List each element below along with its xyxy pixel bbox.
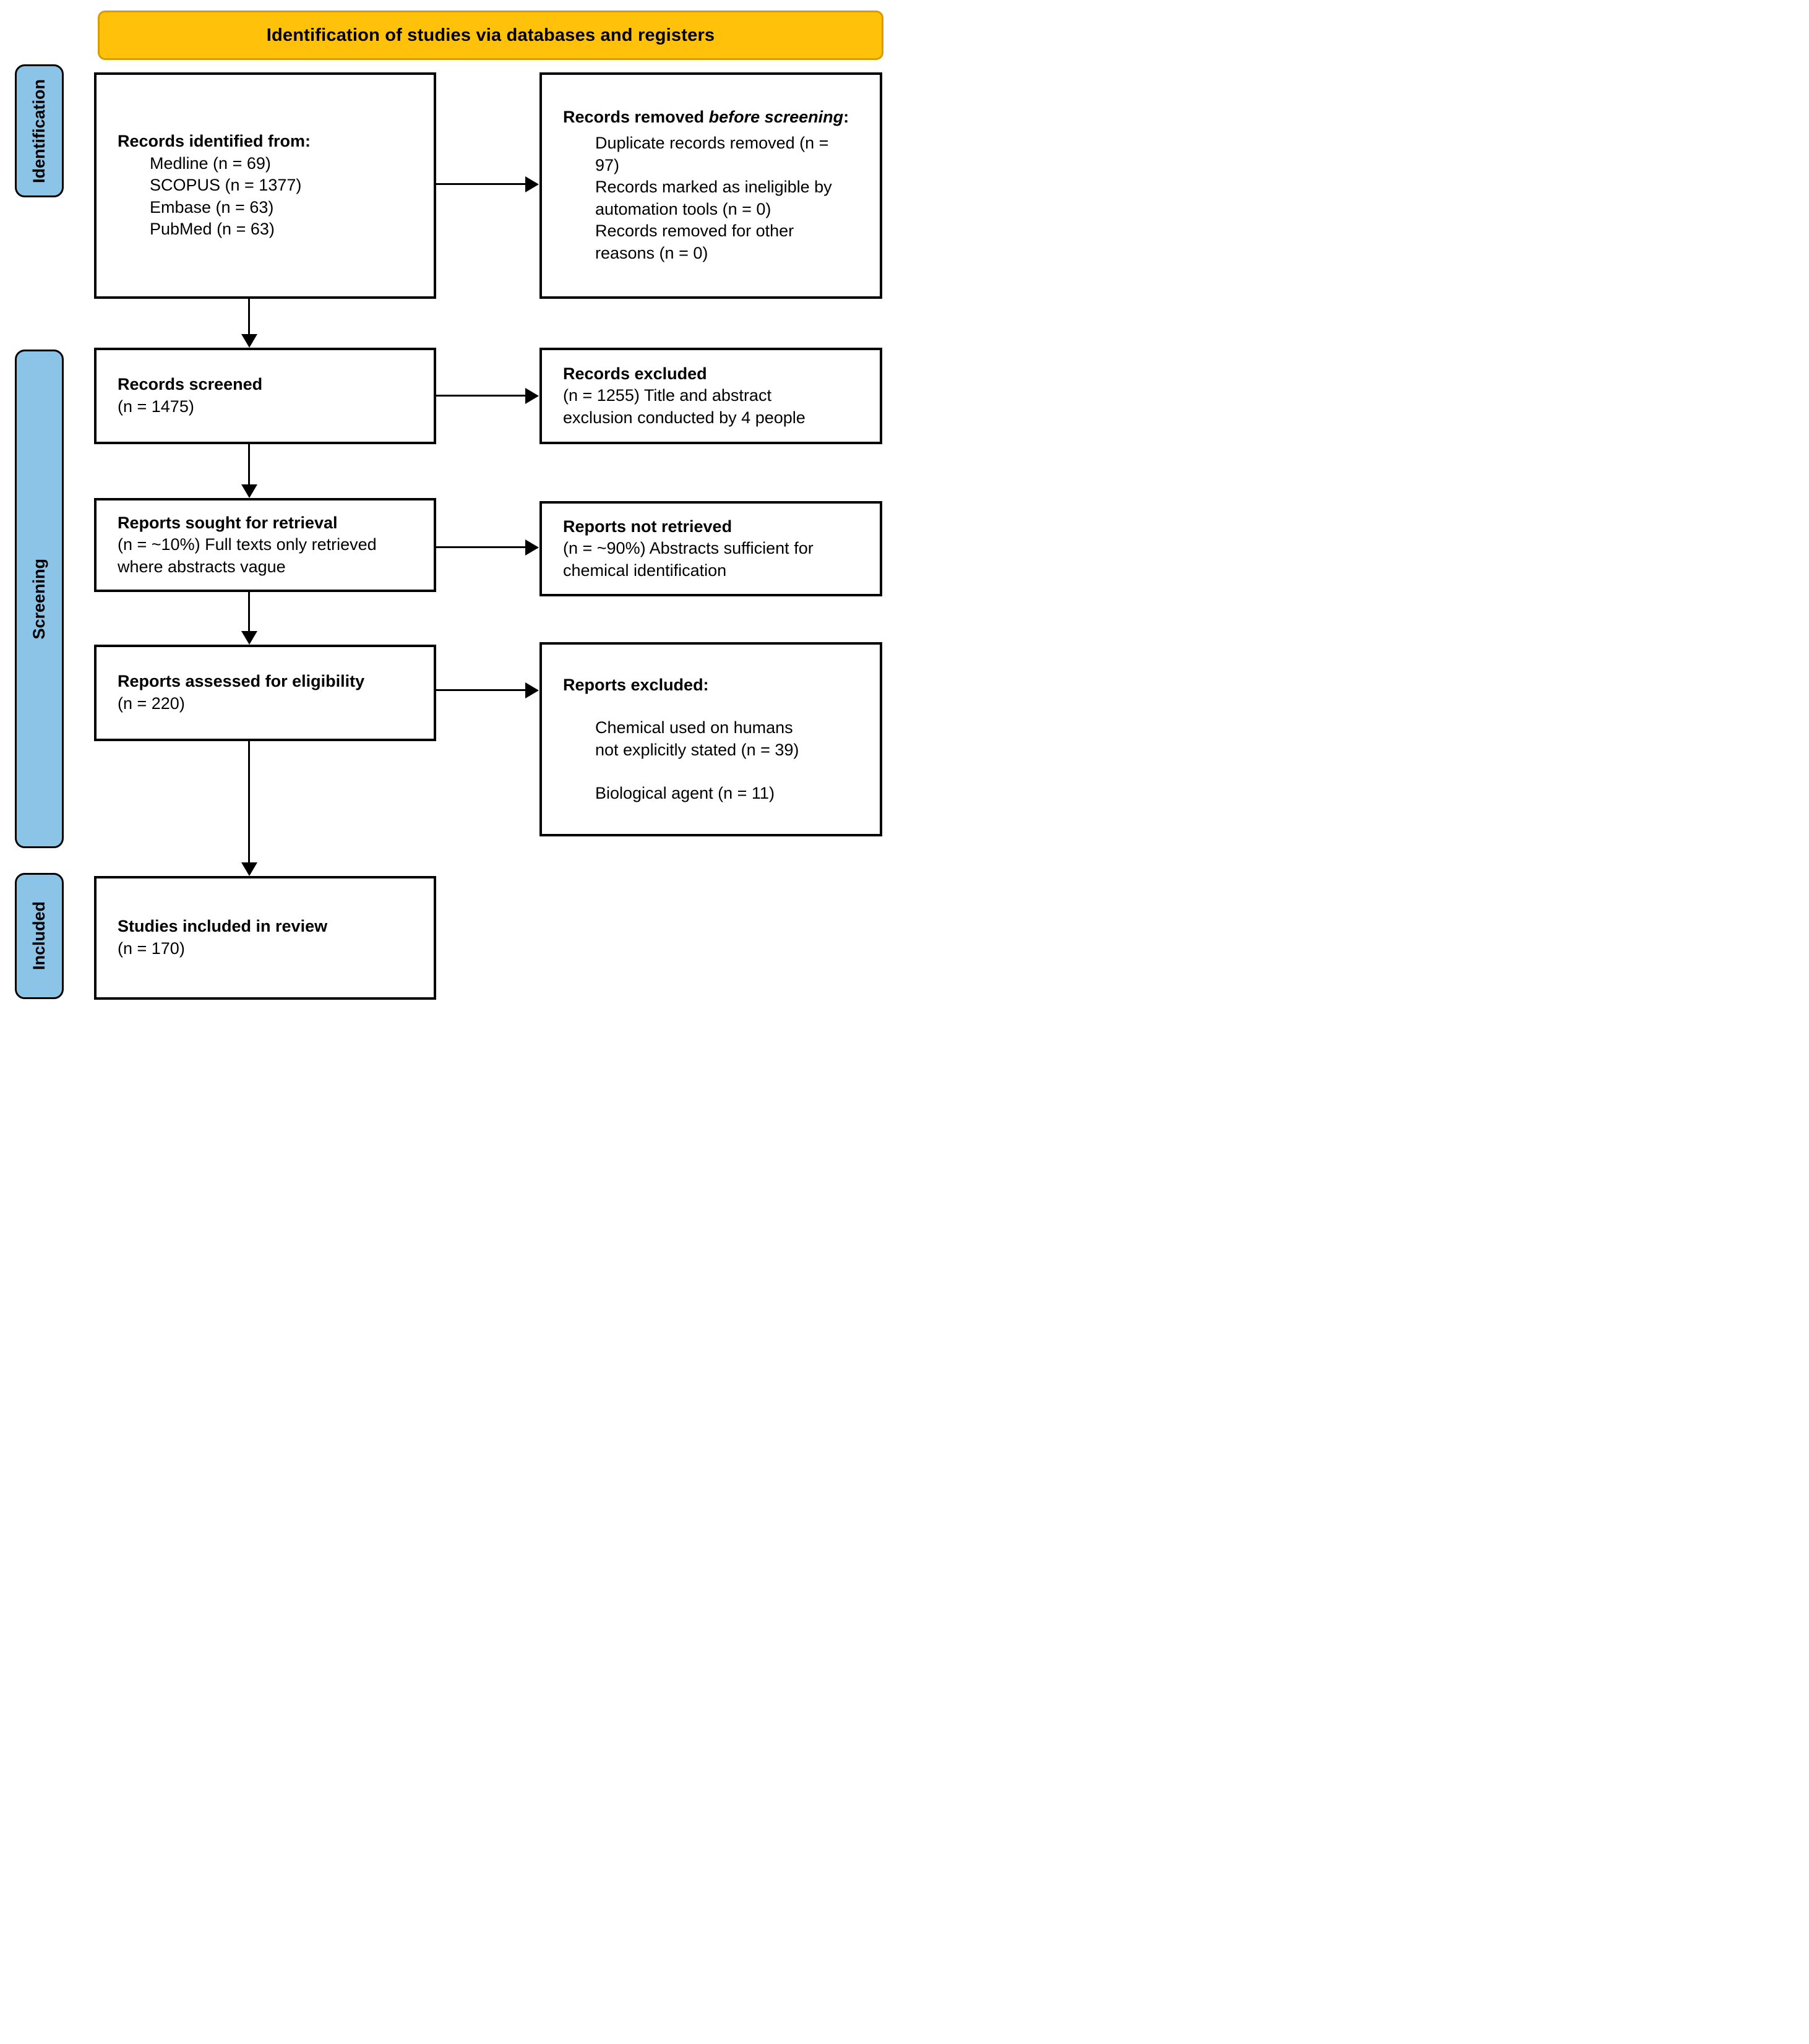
box-reports-excluded: Reports excluded: Chemical used on human… bbox=[539, 642, 882, 836]
reports-excluded-title: Reports excluded: bbox=[563, 675, 709, 694]
prisma-flow-diagram: Identification of studies via databases … bbox=[0, 0, 904, 1022]
reports-sought-body: (n = ~10%) Full texts only retrieved whe… bbox=[118, 535, 377, 576]
records-removed-item: Records removed for other reasons (n = 0… bbox=[595, 221, 794, 263]
reports-sought-title: Reports sought for retrieval bbox=[118, 513, 338, 532]
studies-included-count: (n = 170) bbox=[118, 939, 185, 958]
records-removed-title-italic: before screening bbox=[708, 108, 844, 127]
box-reports-sought: Reports sought for retrieval (n = ~10%) … bbox=[94, 498, 436, 592]
banner-title: Identification of studies via databases … bbox=[266, 25, 715, 45]
records-identified-item: Medline (n = 69) bbox=[150, 153, 271, 173]
arrow-sought-to-not-retrieved bbox=[436, 546, 526, 548]
records-removed-title: Records removed before screening: bbox=[563, 106, 871, 129]
records-screened-count: (n = 1475) bbox=[118, 397, 194, 416]
stage-label-identification: Identification bbox=[30, 79, 48, 183]
records-identified-title: Records identified from: bbox=[118, 131, 311, 150]
records-excluded-title: Records excluded bbox=[563, 364, 707, 383]
box-records-excluded: Records excluded (n = 1255) Title and ab… bbox=[539, 348, 882, 444]
arrow-screened-to-sought bbox=[248, 444, 250, 485]
box-records-screened: Records screened (n = 1475) bbox=[94, 348, 436, 444]
arrow-identified-to-removed bbox=[436, 183, 526, 185]
stage-label-included: Included bbox=[30, 901, 48, 971]
records-removed-title-prefix: Records removed bbox=[563, 108, 709, 127]
reports-excluded-item: Chemical used on humans not explicitly s… bbox=[595, 718, 799, 759]
records-screened-title: Records screened bbox=[118, 375, 263, 394]
box-reports-not-retrieved: Reports not retrieved (n = ~90%) Abstrac… bbox=[539, 501, 882, 596]
sidebar-item-screening: Screening bbox=[15, 350, 64, 848]
arrow-screened-to-excluded bbox=[436, 395, 526, 397]
records-identified-item: SCOPUS (n = 1377) bbox=[150, 176, 302, 195]
stage-label-screening: Screening bbox=[30, 558, 48, 640]
reports-assessed-title: Reports assessed for eligibility bbox=[118, 672, 365, 691]
records-removed-item: Records marked as ineligible by automati… bbox=[595, 178, 832, 218]
records-identified-item: PubMed (n = 63) bbox=[150, 220, 275, 239]
reports-not-retrieved-body: (n = ~90%) Abstracts sufficient for chem… bbox=[563, 539, 814, 580]
records-removed-title-suffix: : bbox=[843, 108, 849, 127]
box-reports-assessed: Reports assessed for eligibility (n = 22… bbox=[94, 645, 436, 741]
studies-included-title: Studies included in review bbox=[118, 917, 328, 936]
box-records-removed: Records removed before screening: Duplic… bbox=[539, 72, 882, 299]
arrow-identified-to-screened bbox=[248, 299, 250, 335]
reports-not-retrieved-title: Reports not retrieved bbox=[563, 517, 733, 536]
arrow-assessed-to-included bbox=[248, 741, 250, 863]
sidebar-item-included: Included bbox=[15, 873, 64, 999]
banner: Identification of studies via databases … bbox=[98, 11, 883, 60]
arrow-assessed-to-excluded bbox=[436, 689, 526, 691]
box-records-identified: Records identified from: Medline (n = 69… bbox=[94, 72, 436, 299]
sidebar-item-identification: Identification bbox=[15, 64, 64, 197]
records-identified-item: Embase (n = 63) bbox=[150, 197, 274, 217]
records-removed-item: Duplicate records removed (n = 97) bbox=[595, 133, 829, 174]
box-studies-included: Studies included in review (n = 170) bbox=[94, 876, 436, 1000]
reports-assessed-count: (n = 220) bbox=[118, 694, 185, 713]
reports-excluded-item: Biological agent (n = 11) bbox=[595, 783, 775, 802]
records-excluded-body: (n = 1255) Title and abstract exclusion … bbox=[563, 386, 806, 427]
arrow-sought-to-assessed bbox=[248, 592, 250, 632]
